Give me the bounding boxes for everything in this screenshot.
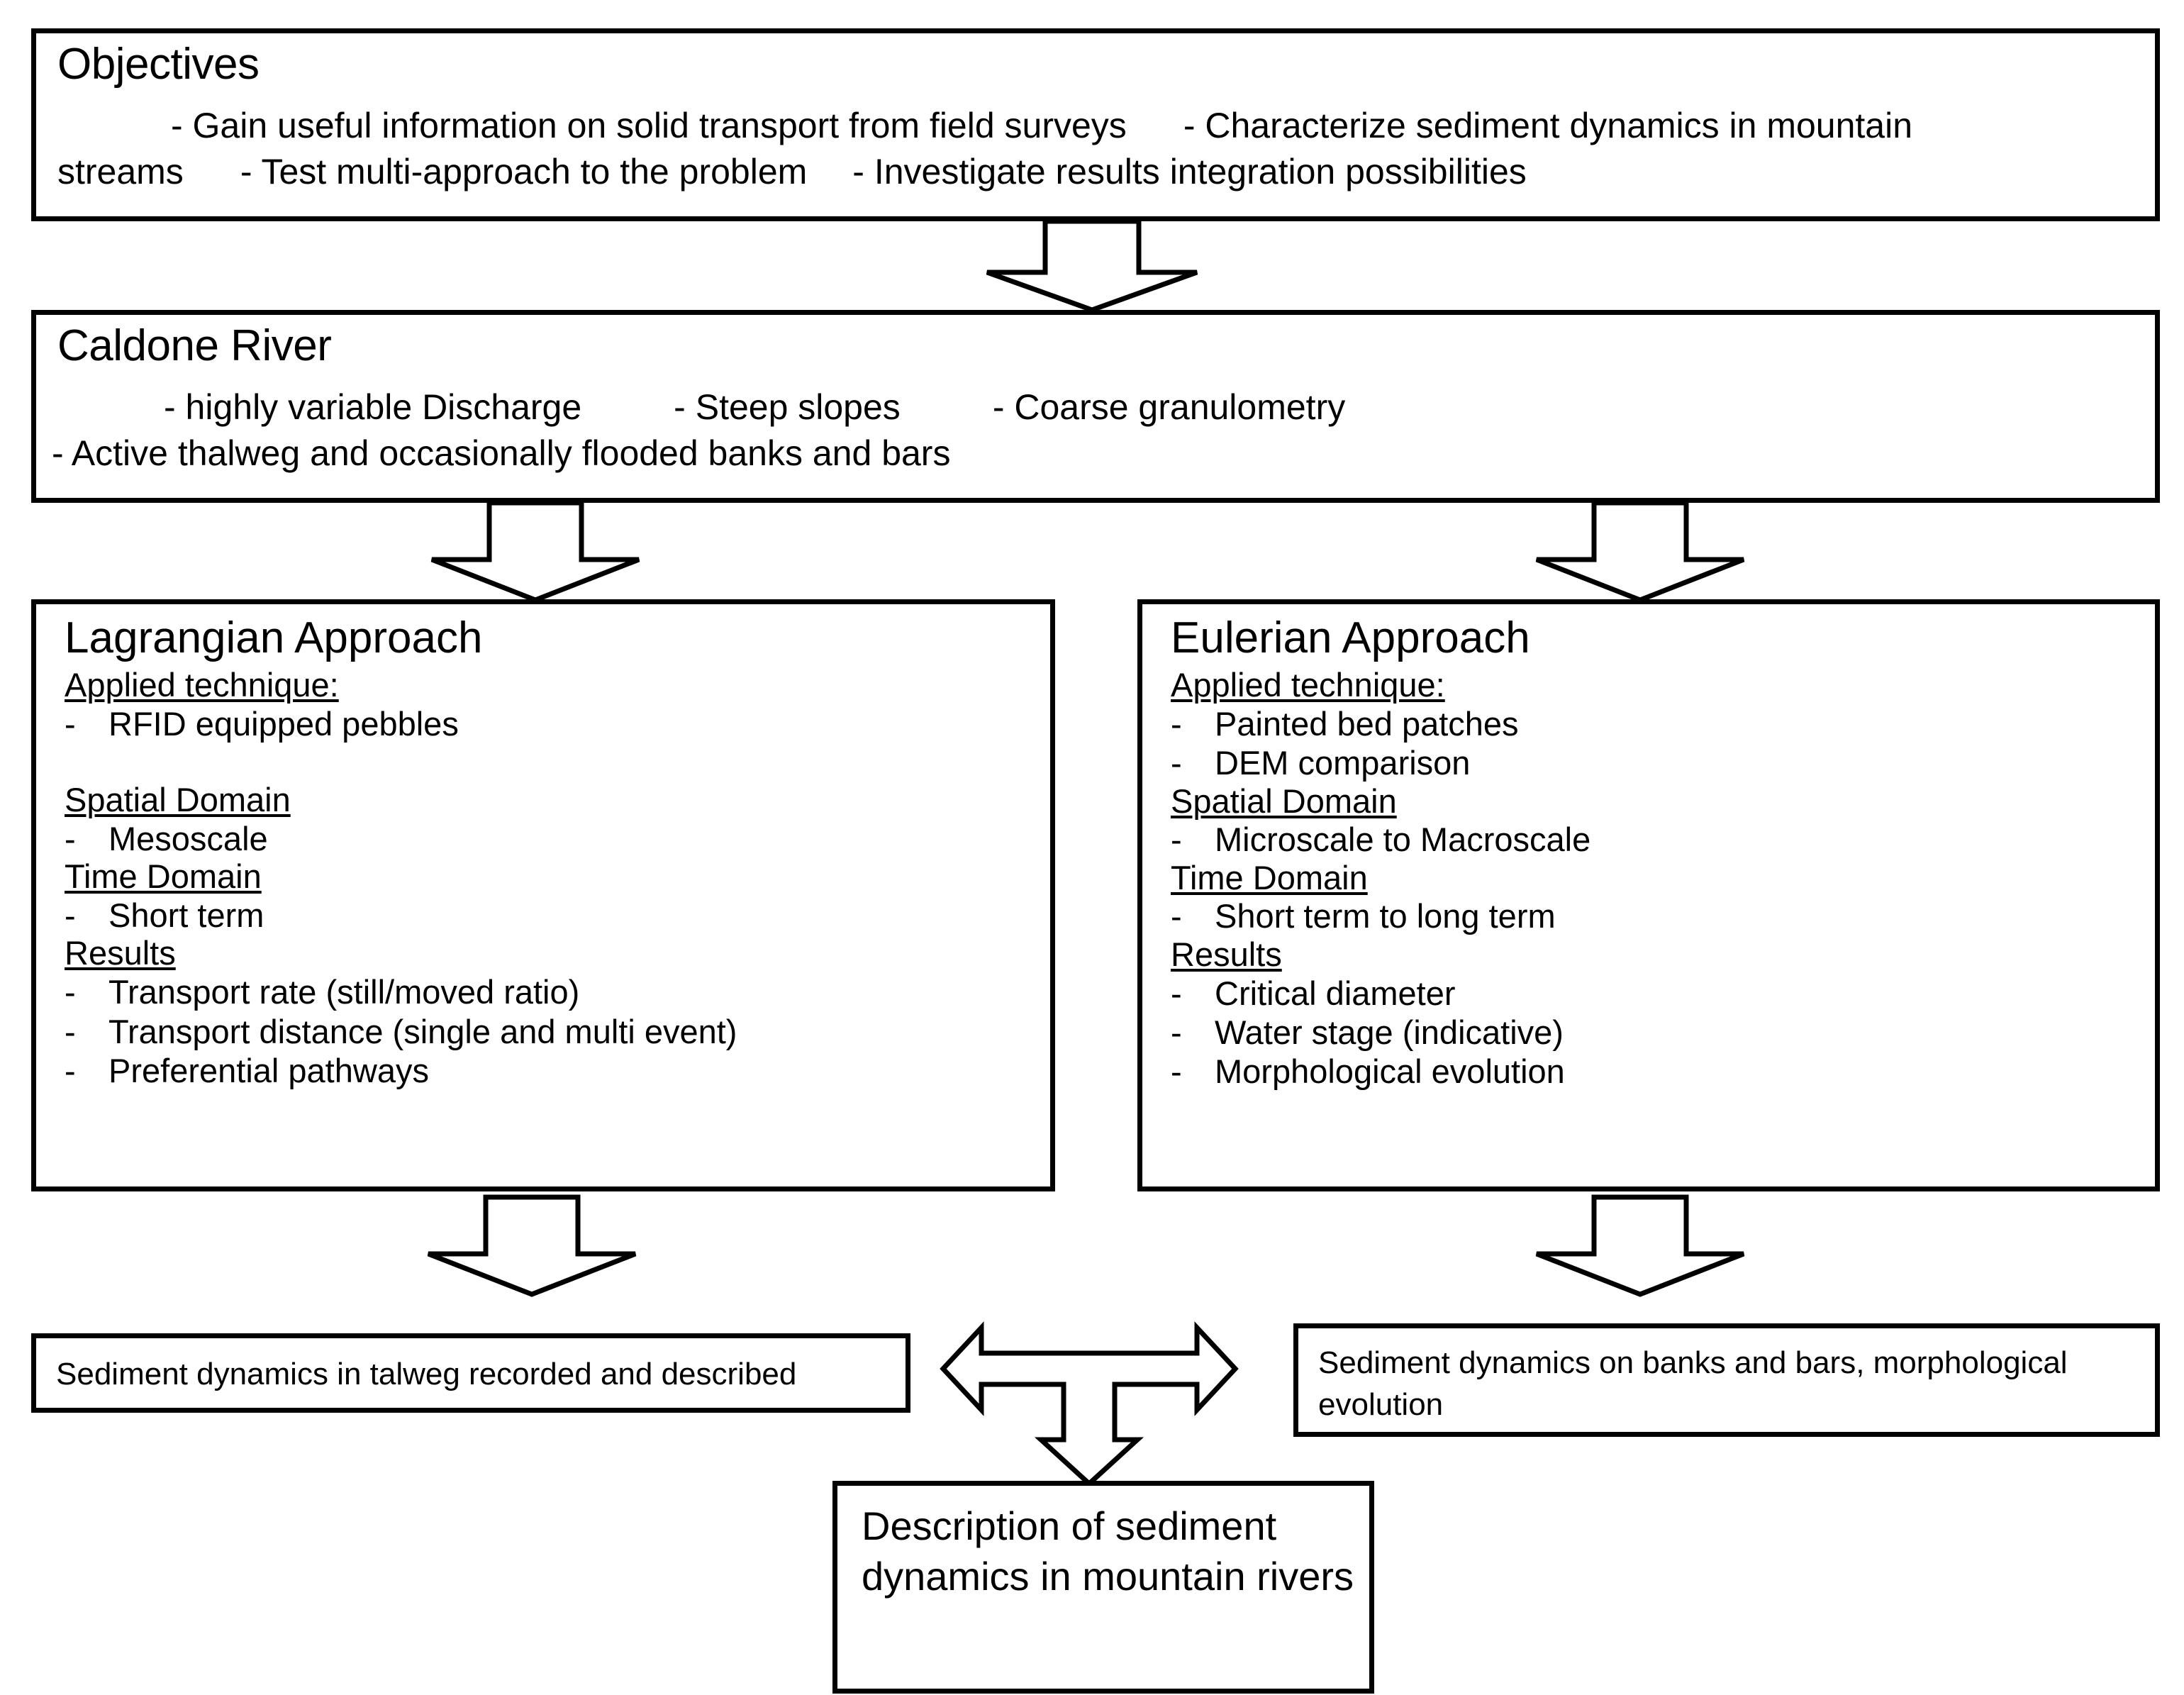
list-item-label: DEM comparison xyxy=(1215,744,1471,782)
section-results: Results - Transport rate (still/moved ra… xyxy=(65,935,1036,1090)
list-item: - Mesoscale xyxy=(65,819,1036,858)
vertical-spacer xyxy=(65,743,1036,782)
section-applied-technique: Applied technique: - RFID equipped pebbl… xyxy=(65,667,1036,743)
section-label: Spatial Domain xyxy=(1171,782,1397,820)
section-time-domain: Time Domain - Short term xyxy=(65,858,1036,935)
outcome-talweg-box: Sediment dynamics in talweg recorded and… xyxy=(31,1333,910,1413)
bullet-dash-icon: - xyxy=(1171,1052,1182,1091)
objectives-line-1: - Gain useful information on solid trans… xyxy=(57,104,2142,148)
eulerian-approach-box: Eulerian Approach Applied technique: - P… xyxy=(1137,599,2160,1191)
outcome-banks-text: Sediment dynamics on banks and bars, mor… xyxy=(1318,1345,2068,1422)
section-spatial-domain: Spatial Domain - Mesoscale xyxy=(65,782,1036,858)
list-item: - Critical diameter xyxy=(1171,974,2141,1013)
list-item: - Short term xyxy=(65,896,1036,935)
bullet-dash-icon: - xyxy=(1171,704,1182,743)
bullet-dash-icon: - xyxy=(1171,744,1182,782)
list-item-label: Short term to long term xyxy=(1215,897,1556,935)
list-item-label: Morphological evolution xyxy=(1215,1052,1565,1091)
lagrangian-heading: Lagrangian Approach xyxy=(65,613,483,662)
conclusion-text: Description of sediment dynamics in moun… xyxy=(862,1504,1354,1599)
bullet-dash-icon: - xyxy=(1171,1013,1182,1051)
section-label: Spatial Domain xyxy=(65,781,291,819)
objective-bullet-2-cont: streams xyxy=(57,152,184,191)
eulerian-heading: Eulerian Approach xyxy=(1171,613,1530,662)
section-label: Time Domain xyxy=(1171,858,1368,896)
list-item-label: Painted bed patches xyxy=(1215,704,1519,743)
section-label: Results xyxy=(1171,935,1282,973)
list-item: - Short term to long term xyxy=(1171,896,2141,935)
bullet-dash-icon: - xyxy=(65,896,76,934)
section-applied-technique: Applied technique: - Painted bed patches… xyxy=(1171,667,2141,783)
bullet-dash-icon: - xyxy=(65,973,76,1011)
eulerian-content: Eulerian Approach Applied technique: - P… xyxy=(1171,613,2141,1091)
caldone-bullet-4: - Active thalweg and occasionally floode… xyxy=(52,433,951,473)
objective-bullet-1: - Gain useful information on solid trans… xyxy=(171,106,1127,145)
list-item-label: Short term xyxy=(108,896,264,934)
list-item-label: Preferential pathways xyxy=(108,1051,429,1089)
objectives-heading: Objectives xyxy=(57,40,260,89)
caldone-line-1: - highly variable Discharge - Steep slope… xyxy=(57,386,1345,429)
arrow-objectives-to-caldone xyxy=(986,218,1198,313)
arrow-outcomes-to-conclusion xyxy=(940,1321,1239,1487)
list-item: - Microscale to Macroscale xyxy=(1171,820,2141,859)
objective-bullet-2: - Characterize sediment dynamics in moun… xyxy=(1183,106,1913,145)
list-item-label: Mesoscale xyxy=(108,819,268,857)
list-item-label: Transport rate (still/moved ratio) xyxy=(108,973,580,1011)
outcome-banks-box: Sediment dynamics on banks and bars, mor… xyxy=(1293,1323,2160,1437)
caldone-heading: Caldone River xyxy=(57,321,332,370)
arrow-caldone-to-eulerian xyxy=(1535,500,1745,603)
section-time-domain: Time Domain - Short term to long term xyxy=(1171,858,2141,936)
arrow-caldone-to-lagrangian xyxy=(430,500,640,603)
caldone-bullet-1: - highly variable Discharge xyxy=(164,387,582,427)
caldone-river-box: Caldone River - highly variable Discharg… xyxy=(31,310,2160,503)
caldone-bullet-2: - Steep slopes xyxy=(674,387,901,427)
lagrangian-content: Lagrangian Approach Applied technique: -… xyxy=(65,613,1036,1090)
list-item: - Transport rate (still/moved ratio) xyxy=(65,972,1036,1011)
list-item: - Morphological evolution xyxy=(1171,1052,2141,1091)
objective-bullet-3: - Test multi-approach to the problem xyxy=(240,152,808,191)
list-item: - Transport distance (single and multi e… xyxy=(65,1012,1036,1051)
list-item-label: Microscale to Macroscale xyxy=(1215,821,1591,859)
list-item: - Preferential pathways xyxy=(65,1051,1036,1090)
section-label: Applied technique: xyxy=(65,666,339,704)
arrow-eulerian-to-banks xyxy=(1535,1194,1745,1297)
list-item-label: Critical diameter xyxy=(1215,974,1456,1012)
bullet-dash-icon: - xyxy=(65,704,76,743)
section-label: Time Domain xyxy=(65,857,262,896)
list-item: - Painted bed patches xyxy=(1171,704,2141,743)
lagrangian-approach-box: Lagrangian Approach Applied technique: -… xyxy=(31,599,1055,1191)
objectives-line-2: streams - Test multi-approach to the prob… xyxy=(57,150,2142,194)
bullet-dash-icon: - xyxy=(1171,821,1182,859)
bullet-dash-icon: - xyxy=(65,1051,76,1089)
objectives-box: Objectives - Gain useful information on … xyxy=(31,28,2160,221)
outcome-talweg-text: Sediment dynamics in talweg recorded and… xyxy=(56,1357,797,1391)
bullet-dash-icon: - xyxy=(65,1012,76,1050)
bullet-dash-icon: - xyxy=(65,819,76,857)
list-item-label: Water stage (indicative) xyxy=(1215,1013,1564,1051)
section-results: Results - Critical diameter - Water stag… xyxy=(1171,935,2141,1091)
objective-bullet-4: - Investigate results integration possib… xyxy=(852,152,1527,191)
list-item: - Water stage (indicative) xyxy=(1171,1013,2141,1052)
list-item: - DEM comparison xyxy=(1171,743,2141,782)
list-item: - RFID equipped pebbles xyxy=(65,704,1036,743)
section-spatial-domain: Spatial Domain - Microscale to Macroscal… xyxy=(1171,782,2141,860)
bullet-dash-icon: - xyxy=(1171,897,1182,935)
section-label: Results xyxy=(65,934,176,972)
list-item-label: RFID equipped pebbles xyxy=(108,704,459,743)
list-item-label: Transport distance (single and multi eve… xyxy=(108,1012,737,1050)
caldone-line-2: - Active thalweg and occasionally floode… xyxy=(52,432,950,475)
bullet-dash-icon: - xyxy=(1171,974,1182,1012)
arrow-lagrangian-to-talweg xyxy=(427,1194,637,1297)
section-label: Applied technique: xyxy=(1171,666,1445,704)
conclusion-box: Description of sediment dynamics in moun… xyxy=(832,1481,1374,1694)
caldone-bullet-3: - Coarse granulometry xyxy=(992,387,1346,427)
